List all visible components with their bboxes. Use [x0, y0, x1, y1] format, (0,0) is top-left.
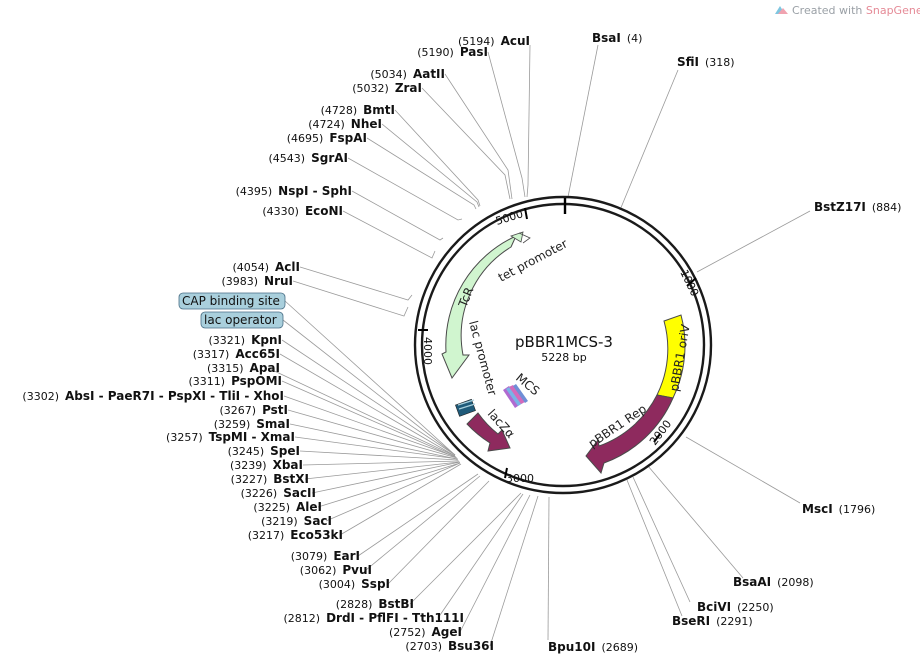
enzyme-pvui[interactable]: (3062)PvuI: [300, 563, 372, 577]
badge-lac-label: lac operator: [204, 313, 277, 327]
badge-lac-operator[interactable]: lac operator: [200, 311, 284, 329]
enzyme-bstz17i[interactable]: BstZ17I(884): [814, 200, 901, 214]
enzyme-pspomi[interactable]: (3311)PspOMI: [188, 374, 282, 388]
badge-cap-label: CAP binding site: [182, 294, 280, 308]
enzyme-labels-left: (5194)AcuI (5190)PasI (5034)AatII (5032)…: [22, 34, 530, 653]
tick-5000-label: 5000: [494, 207, 525, 228]
enzyme-nhei[interactable]: (4724)NheI: [308, 117, 382, 131]
enzyme-agei[interactable]: (2752)AgeI: [389, 625, 462, 639]
credit-prefix: Created with: [792, 4, 866, 17]
enzyme-nspi-sphi[interactable]: (4395)NspI - SphI: [236, 184, 352, 198]
enzyme-acc65i[interactable]: (3317)Acc65I: [193, 347, 280, 361]
enzyme-psti[interactable]: (3267)PstI: [219, 403, 288, 417]
plasmid-length: 5228 bp: [541, 351, 586, 364]
enzyme-msci[interactable]: MscI(1796): [802, 502, 875, 516]
enzyme-bsai[interactable]: BsaI(4): [592, 31, 642, 45]
enzyme-saci[interactable]: (3219)SacI: [261, 514, 332, 528]
tick-5000-mark: [524, 207, 528, 220]
plasmid-name: pBBR1MCS-3: [515, 333, 613, 351]
tick-3000-mark: [504, 467, 508, 479]
enzyme-zrai[interactable]: (5032)ZraI: [352, 81, 422, 95]
enzyme-bsaai[interactable]: BsaAI(2098): [733, 575, 814, 589]
enzyme-bmti[interactable]: (4728)BmtI: [321, 103, 395, 117]
enzyme-bcivi[interactable]: BciVI(2250): [697, 600, 774, 614]
enzyme-alei[interactable]: (3225)AleI: [253, 500, 322, 514]
badge-cap-binding-site[interactable]: CAP binding site: [178, 292, 286, 310]
feature-tcr[interactable]: [441, 234, 518, 380]
enzyme-kpni[interactable]: (3321)KpnI: [209, 333, 282, 347]
enzyme-sspi[interactable]: (3004)SspI: [319, 577, 390, 591]
tick-1000-mark: [686, 277, 697, 287]
feature-lacz-alpha[interactable]: [466, 412, 511, 452]
enzyme-smai[interactable]: (3259)SmaI: [214, 417, 290, 431]
enzyme-xbai[interactable]: (3239)XbaI: [230, 458, 303, 472]
feature-pbbr1-rep[interactable]: [585, 394, 674, 475]
enzyme-acui[interactable]: (5194)AcuI: [458, 34, 530, 48]
svg-text:Created with SnapGene®: Created with SnapGene®: [792, 0, 920, 17]
tick-4000-label: 4000: [421, 337, 434, 365]
enzyme-fspai[interactable]: (4695)FspAI: [287, 131, 367, 145]
enzyme-aatii[interactable]: (5034)AatII: [370, 67, 445, 81]
enzyme-sgrai[interactable]: (4543)SgrAI: [269, 151, 348, 165]
enzyme-bpu10i[interactable]: Bpu10I(2689): [548, 640, 638, 654]
enzyme-sfii[interactable]: SfiI(318): [677, 55, 735, 69]
enzyme-nrui[interactable]: (3983)NruI: [221, 274, 293, 288]
enzyme-bsu36i[interactable]: (2703)Bsu36I: [405, 639, 494, 653]
enzyme-spei[interactable]: (3245)SpeI: [228, 444, 300, 458]
tick-3000-label: 3000: [506, 472, 534, 485]
enzyme-sacii[interactable]: (3226)SacII: [241, 486, 316, 500]
enzyme-bstbi[interactable]: (2828)BstBI: [336, 597, 414, 611]
enzyme-absi-group[interactable]: (3302)AbsI - PaeR7I - PspXI - TliI - Xho…: [22, 389, 284, 403]
enzyme-tspmi-xmai[interactable]: (3257)TspMI - XmaI: [166, 430, 295, 444]
tet-promoter-icon: [510, 231, 531, 244]
plasmid-backbone: [413, 195, 713, 495]
enzyme-leader-lines: [267, 44, 811, 647]
tick-2000-mark: [653, 433, 661, 443]
enzyme-eari[interactable]: (3079)EarI: [291, 549, 360, 563]
enzyme-drdi-group[interactable]: (2812)DrdI - PflFI - Tth111I: [283, 611, 464, 625]
snapgene-credit: Created with SnapGene®: [775, 0, 920, 17]
enzyme-pasi[interactable]: (5190)PasI: [417, 45, 488, 59]
mcs-block: [503, 384, 528, 408]
enzyme-labels-right: BsaI(4) SfiI(318) BstZ17I(884) MscI(1796…: [548, 31, 901, 654]
enzyme-acli[interactable]: (4054)AclI: [232, 260, 300, 274]
feature-label-lac-promoter: lac promoter: [466, 319, 499, 397]
enzyme-bseri[interactable]: BseRI(2291): [672, 614, 753, 628]
enzyme-econi[interactable]: (4330)EcoNI: [262, 204, 343, 218]
lac-operator-block: [455, 398, 476, 417]
enzyme-apai[interactable]: (3315)ApaI: [207, 361, 280, 375]
enzyme-eco53ki[interactable]: (3217)Eco53kI: [248, 528, 343, 542]
credit-brand: SnapGene: [866, 4, 920, 17]
enzyme-bstxi[interactable]: (3227)BstXI: [231, 472, 309, 486]
snapgene-logo-icon: [775, 6, 788, 14]
